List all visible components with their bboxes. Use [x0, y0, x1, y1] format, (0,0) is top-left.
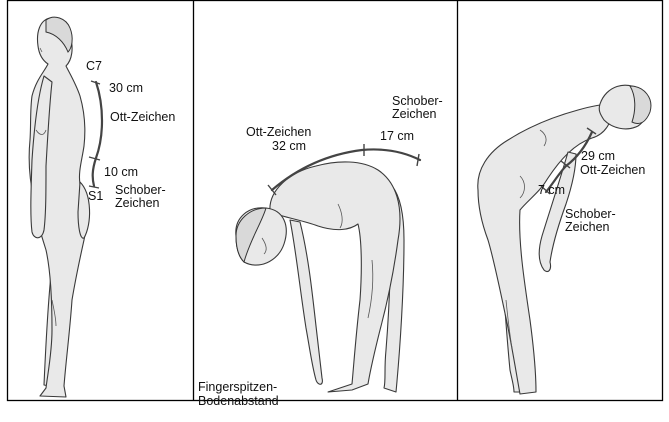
label-finger-2: Bodenabstand — [198, 394, 279, 408]
label-7cm: 7 cm — [538, 183, 565, 197]
label-10cm: 10 cm — [104, 165, 138, 179]
label-schober-middle-2: Zeichen — [392, 107, 437, 121]
label-ott-zeichen-right: Ott-Zeichen — [580, 163, 645, 177]
label-schober-right-2: Zeichen — [565, 220, 610, 234]
label-schober-middle-1: Schober- — [392, 94, 443, 108]
label-ott-zeichen-middle: Ott-Zeichen — [246, 125, 311, 139]
label-30cm: 30 cm — [109, 81, 143, 95]
label-29cm: 29 cm — [581, 149, 615, 163]
label-17cm: 17 cm — [380, 129, 414, 143]
label-ott-zeichen-left: Ott-Zeichen — [110, 110, 175, 124]
label-finger-1: Fingerspitzen- — [198, 380, 277, 394]
label-s1: S1 — [88, 189, 103, 203]
label-32cm: 32 cm — [272, 139, 306, 153]
label-schober-right-1: Schober- — [565, 207, 616, 221]
label-schober-left-1: Schober- — [115, 183, 166, 197]
label-schober-left-2: Zeichen — [115, 196, 160, 210]
label-c7: C7 — [86, 59, 102, 73]
